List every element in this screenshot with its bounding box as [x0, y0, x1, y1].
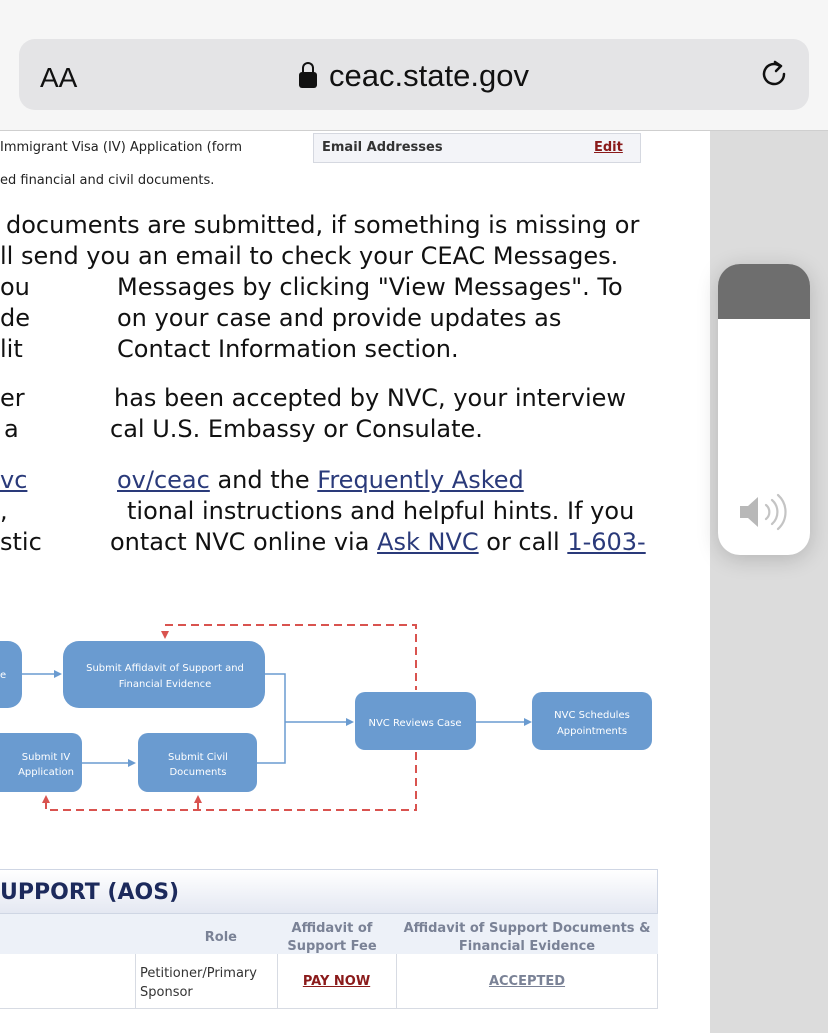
text-line: tional instructions and helpful hints. I…	[127, 497, 635, 525]
step-affidavit	[63, 641, 265, 708]
step-nvc-schedules	[532, 692, 652, 750]
text: and the	[209, 466, 318, 494]
table-row	[0, 954, 658, 1009]
flow-connectors	[22, 673, 528, 764]
aos-section-header: UPPORT (AOS)	[0, 869, 658, 914]
step-label: Submit Civil	[168, 752, 228, 763]
text-line: er	[0, 384, 25, 412]
edit-email-link[interactable]: Edit	[594, 140, 623, 155]
browser-toolbar: AA ceac.state.gov	[0, 0, 828, 131]
text-line: documents are submitted, if something is…	[6, 211, 640, 239]
step-label: e	[0, 670, 6, 681]
text-line: stic	[0, 528, 42, 556]
faq-link[interactable]: Frequently Asked	[317, 466, 524, 494]
step-label: Appointments	[557, 726, 627, 737]
phone-link[interactable]: 1-603-	[567, 528, 646, 556]
nvc-process-diagram: e Submit Affidavit of Support and Financ…	[0, 624, 652, 811]
volume-hud	[718, 264, 810, 555]
step-label: NVC Schedules	[554, 710, 630, 721]
return-arrows	[42, 631, 202, 803]
text: or call	[478, 528, 568, 556]
email-label: Email Addresses	[322, 140, 443, 155]
aos-title: UPPORT (AOS)	[0, 880, 180, 905]
flow-arrowheads	[54, 670, 532, 767]
text-line: Messages by clicking "View Messages". To	[117, 273, 623, 301]
text-line: ou	[0, 273, 30, 301]
text-line: has been accepted by NVC, your interview	[114, 384, 627, 412]
step-label: NVC Reviews Case	[368, 718, 461, 729]
volume-level-fill	[718, 264, 810, 319]
text-line: on your case and provide updates as	[117, 304, 562, 332]
step-label: Documents	[169, 767, 226, 778]
text-line: Contact Information section.	[117, 335, 459, 363]
step-nvc-reviews	[355, 692, 476, 750]
cell-line: Petitioner/Primary	[140, 966, 257, 981]
address-bar[interactable]	[19, 39, 809, 110]
step-label: Financial Evidence	[119, 679, 211, 690]
text-fragment: ed financial and civil documents.	[0, 173, 215, 188]
return-path	[45, 624, 417, 811]
header-line: Affidavit of	[291, 921, 373, 936]
aos-table-header	[0, 914, 658, 954]
divider	[396, 954, 397, 1009]
url-text: ceac.state.gov	[329, 58, 529, 93]
header-line: Affidavit of Support Documents &	[403, 921, 651, 936]
ask-nvc-link[interactable]: Ask NVC	[377, 528, 479, 556]
nvc-website-link[interactable]: ov/ceac	[117, 466, 210, 494]
lock-icon	[299, 62, 318, 88]
divider	[277, 954, 278, 1009]
step-civil-documents	[138, 733, 257, 792]
step-box	[0, 641, 22, 708]
text-line: ll send you an email to check your CEAC …	[0, 242, 619, 270]
header-line: Financial Evidence	[458, 939, 596, 954]
col-fee: Affidavit of Support Fee	[277, 920, 387, 956]
url-display[interactable]: ceac.state.gov	[0, 58, 828, 94]
speaker-icon	[740, 493, 787, 531]
text-line: lit	[0, 335, 23, 363]
text: ontact NVC online via	[110, 528, 378, 556]
step-iv-application	[0, 733, 82, 792]
col-role: Role	[204, 930, 237, 945]
text-line: de	[0, 304, 30, 332]
cell-line: Sponsor	[140, 985, 193, 1000]
text-line: ,	[0, 497, 8, 525]
pay-now-link[interactable]: PAY NOW	[302, 974, 371, 989]
step-label: Submit Affidavit of Support and	[86, 663, 244, 674]
reload-icon[interactable]	[758, 58, 790, 90]
text-line: cal U.S. Embassy or Consulate.	[110, 415, 483, 443]
accepted-status-link[interactable]: ACCEPTED	[488, 974, 566, 989]
step-label: Application	[18, 767, 74, 778]
divider	[135, 954, 136, 1009]
col-docs: Affidavit of Support Documents & Financia…	[396, 920, 658, 956]
email-addresses-row: Email Addresses Edit	[313, 133, 641, 163]
text-line: a	[4, 415, 19, 443]
text-fragment: Immigrant Visa (IV) Application (form	[0, 140, 243, 155]
step-label: Submit IV	[22, 752, 71, 763]
nvc-website-link[interactable]: vc	[0, 466, 28, 494]
text-size-button[interactable]: AA	[40, 62, 78, 93]
header-line: Support Fee	[287, 939, 377, 954]
